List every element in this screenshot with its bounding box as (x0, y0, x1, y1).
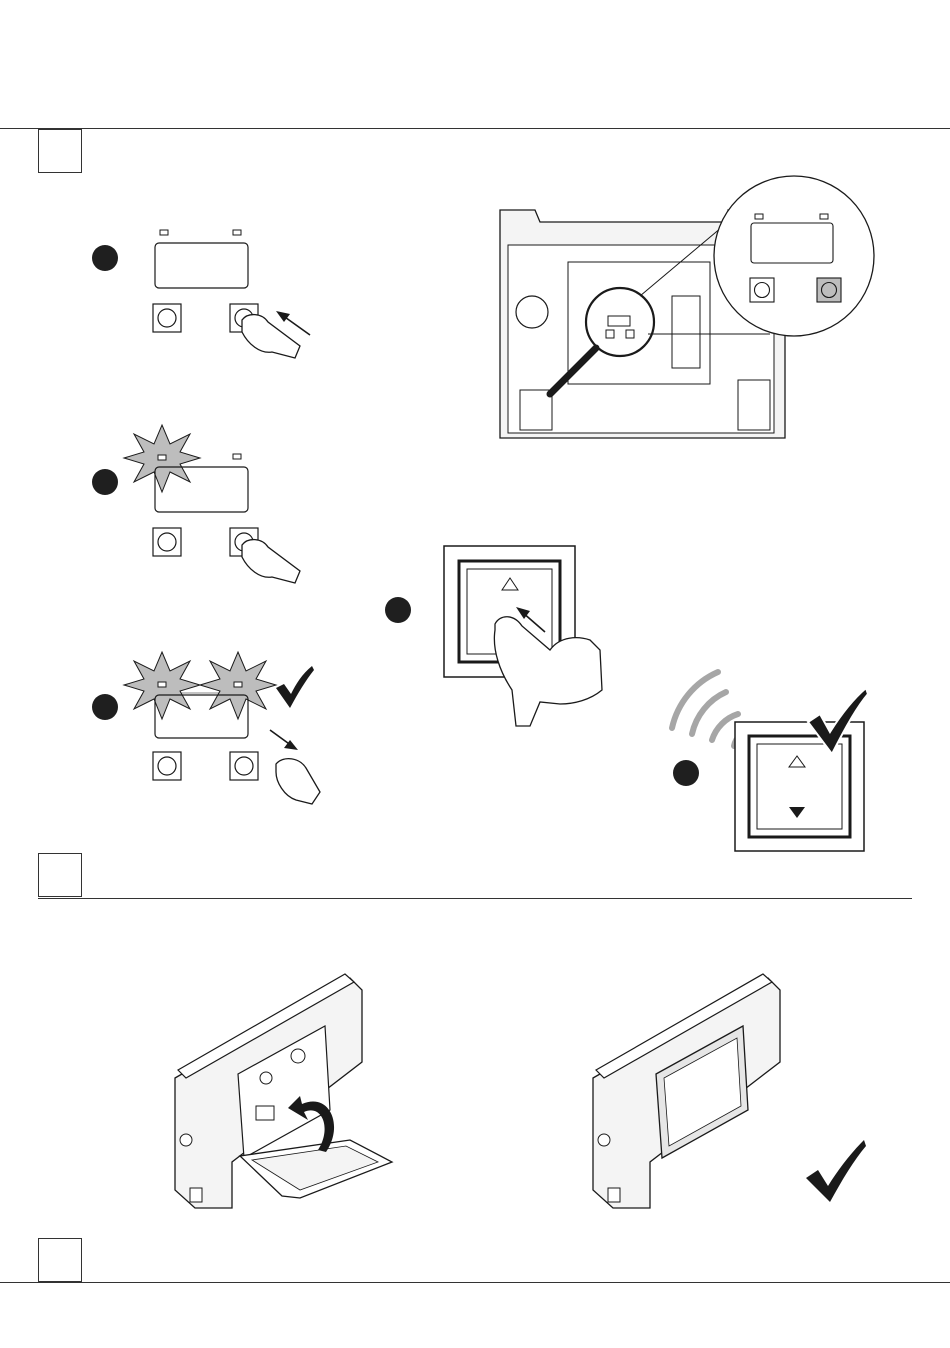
device-hole (180, 1134, 192, 1146)
device-open-figure (175, 974, 392, 1208)
component (291, 1049, 305, 1063)
device-hole (598, 1134, 610, 1146)
device-clip (190, 1188, 202, 1202)
device-closed-figure (593, 974, 866, 1208)
component (260, 1072, 272, 1084)
device-clip (608, 1188, 620, 1202)
checkmark-icon (806, 1140, 866, 1202)
component (256, 1106, 274, 1120)
